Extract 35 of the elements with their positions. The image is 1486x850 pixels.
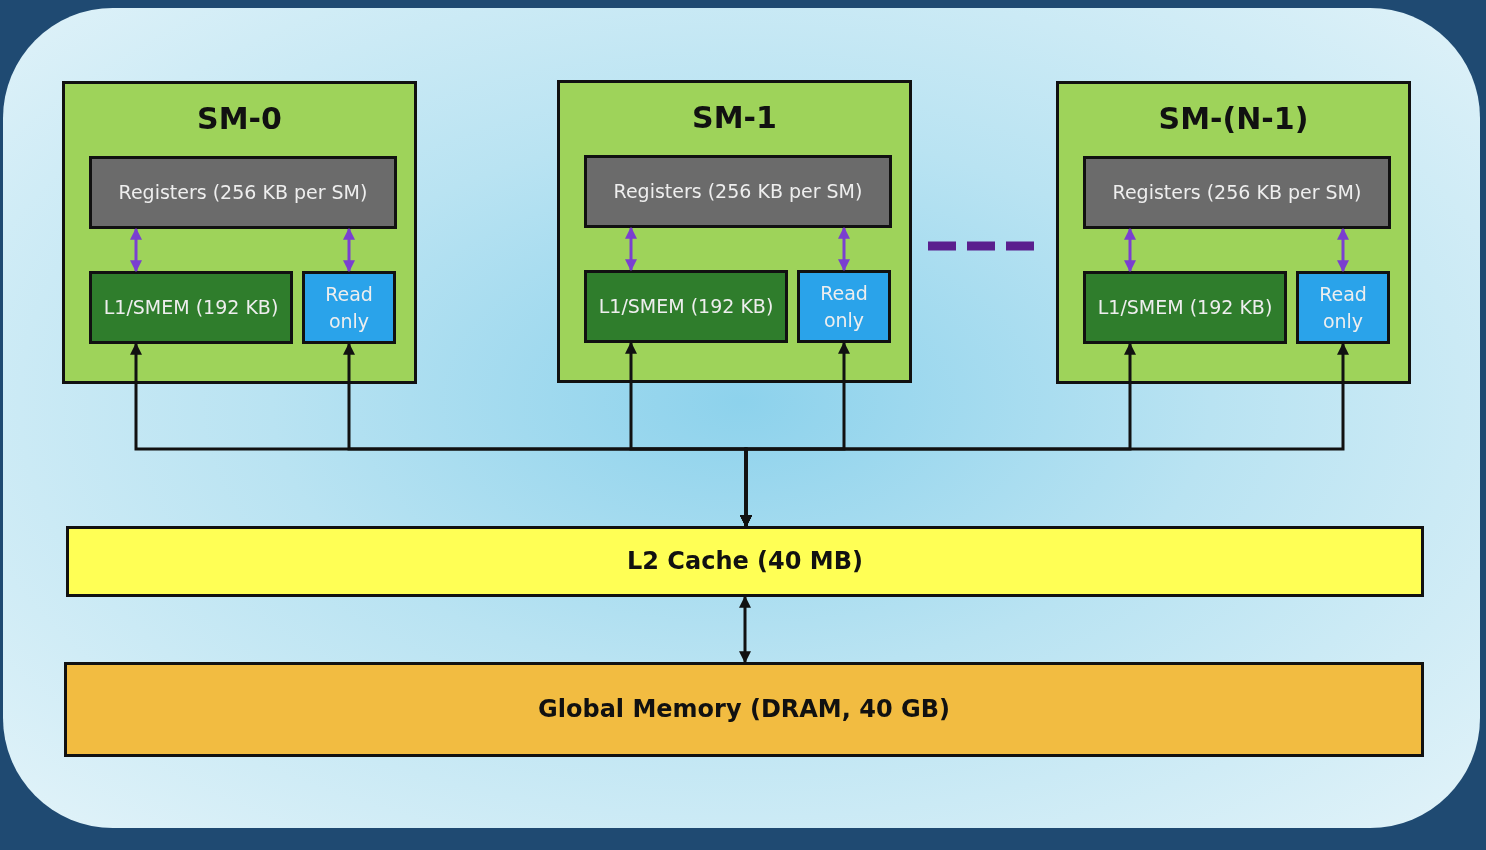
box-label: Registers (256 KB per SM) bbox=[612, 179, 864, 205]
box-label: Read only bbox=[324, 281, 374, 334]
box-label: L1/SMEM (192 KB) bbox=[102, 295, 280, 321]
box-label: L1/SMEM (192 KB) bbox=[1096, 295, 1274, 321]
registers-box bbox=[584, 155, 892, 228]
l1-smem-box bbox=[89, 271, 293, 344]
read-only-box bbox=[1296, 271, 1390, 344]
sm-box bbox=[557, 80, 912, 383]
arrow bbox=[1124, 227, 1136, 273]
arrow bbox=[739, 595, 751, 664]
box-label: Registers (256 KB per SM) bbox=[117, 180, 369, 206]
arrow bbox=[625, 226, 637, 272]
arrow bbox=[1337, 227, 1349, 273]
sm-box bbox=[1056, 81, 1411, 384]
sm-box bbox=[62, 81, 417, 384]
arrow bbox=[343, 227, 355, 273]
arrow bbox=[838, 226, 850, 272]
sm-title: SM-0 bbox=[196, 100, 283, 138]
box-label: L1/SMEM (192 KB) bbox=[597, 294, 775, 320]
registers-box bbox=[89, 156, 397, 229]
registers-box bbox=[1083, 156, 1391, 229]
sm-title: SM-(N-1) bbox=[1157, 100, 1310, 138]
box-label: Read only bbox=[819, 280, 869, 333]
l2-cache-box bbox=[66, 526, 1424, 597]
box-label: Read only bbox=[1318, 281, 1368, 334]
arrow bbox=[130, 227, 142, 273]
l1-smem-box bbox=[584, 270, 788, 343]
sm-title: SM-1 bbox=[691, 99, 778, 137]
box-label: Registers (256 KB per SM) bbox=[1111, 180, 1363, 206]
l1-smem-box bbox=[1083, 271, 1287, 344]
global-memory-box bbox=[64, 662, 1424, 757]
read-only-box bbox=[302, 271, 396, 344]
box-label: Global Memory (DRAM, 40 GB) bbox=[537, 693, 951, 725]
read-only-box bbox=[797, 270, 891, 343]
box-label: L2 Cache (40 MB) bbox=[626, 545, 864, 577]
